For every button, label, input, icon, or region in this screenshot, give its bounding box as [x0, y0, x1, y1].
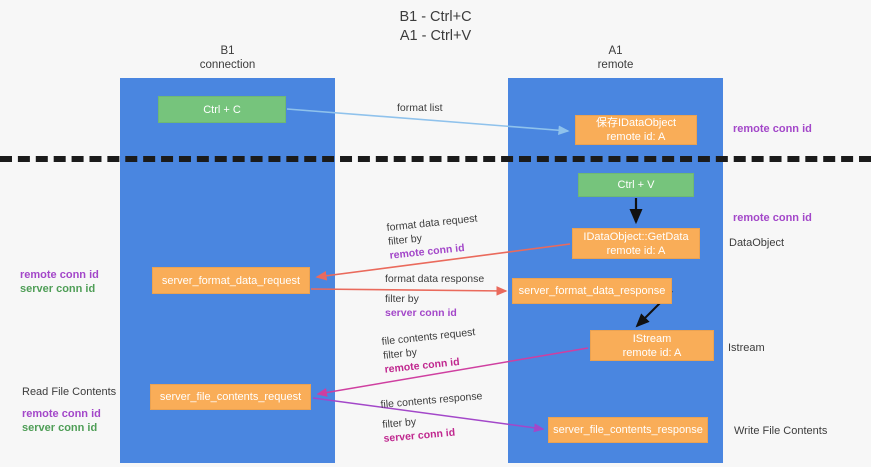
- edge-label-file-contents-response-filter: filter by server conn id: [382, 409, 486, 446]
- box-ctrl-v[interactable]: Ctrl + V: [578, 173, 694, 197]
- note-read-file-contents-label: Read File Contents: [22, 386, 117, 398]
- box-save-idataobject-title: 保存IDataObject: [595, 117, 677, 129]
- lane-header-b1-name: B1: [220, 45, 235, 57]
- note-read-file-contents: Read File Contents remote conn id server…: [22, 385, 116, 435]
- note-left-remote-conn-id: remote conn id: [20, 269, 99, 281]
- edge-label-format-data-response-filter: filter by server conn id: [385, 292, 484, 320]
- lane-header-b1: B1 connection: [120, 44, 335, 72]
- box-istream-remote-id: remote id: A: [622, 346, 682, 359]
- edge-label-format-list-text: format list: [397, 102, 443, 114]
- box-server-file-contents-request[interactable]: server_file_contents_request: [150, 384, 311, 410]
- lane-header-a1-name: A1: [608, 45, 623, 57]
- box-idataobject-getdata[interactable]: IDataObject::GetData remote id: A: [572, 228, 700, 259]
- note-dataobject: DataObject: [729, 236, 784, 250]
- note-read-remote-conn-id: remote conn id: [22, 408, 101, 420]
- box-ctrl-c-label: Ctrl + C: [203, 103, 241, 116]
- box-server-file-contents-request-label: server_file_contents_request: [159, 391, 302, 403]
- phase-divider: [0, 156, 871, 162]
- box-ctrl-v-label: Ctrl + V: [617, 179, 655, 191]
- box-server-format-data-response-label: server_format_data_response: [518, 285, 666, 297]
- box-server-format-data-request-label: server_format_data_request: [161, 274, 301, 287]
- box-istream-title: IStream: [632, 332, 672, 345]
- box-save-idataobject-remote-id: remote id: A: [606, 131, 666, 143]
- box-ctrl-c[interactable]: Ctrl + C: [158, 96, 286, 123]
- box-server-format-data-request[interactable]: server_format_data_request: [152, 267, 310, 294]
- edge-label-file-contents-request: file contents request filter by remote c…: [381, 325, 479, 377]
- page-title: B1 - Ctrl+C A1 - Ctrl+V: [0, 8, 871, 46]
- box-server-format-data-response[interactable]: server_format_data_response: [512, 278, 672, 304]
- box-istream[interactable]: IStream remote id: A: [590, 330, 714, 361]
- note-remote-conn-id-top: remote conn id: [733, 122, 812, 136]
- title-line-2: A1 - Ctrl+V: [399, 28, 472, 44]
- edge-label-file-contents-response-text: file contents response: [380, 390, 483, 411]
- note-remote-conn-id-middle-label: remote conn id: [733, 212, 812, 224]
- title-line-1: B1 - Ctrl+C: [399, 9, 472, 25]
- lane-header-a1: A1 remote: [508, 44, 723, 72]
- note-istream: Istream: [728, 341, 765, 355]
- box-idataobject-getdata-title: IDataObject::GetData: [583, 230, 689, 243]
- edge-label-format-data-response-text: format data response: [385, 273, 485, 285]
- note-left-server-conn-id: server conn id: [20, 283, 96, 295]
- lane-header-a1-sub: remote: [597, 59, 634, 71]
- note-read-server-conn-id: server conn id: [22, 422, 98, 434]
- box-server-file-contents-response[interactable]: server_file_contents_response: [548, 417, 708, 443]
- note-write-file-contents-label: Write File Contents: [734, 425, 828, 437]
- box-save-idataobject[interactable]: 保存IDataObject remote id: A: [575, 115, 697, 145]
- lane-header-b1-sub: connection: [199, 59, 256, 71]
- note-remote-conn-id-top-label: remote conn id: [733, 123, 812, 135]
- edge-label-format-data-response: format data response filter by server co…: [385, 272, 484, 320]
- box-idataobject-getdata-remote-id: remote id: A: [606, 244, 666, 257]
- edge-label-file-contents-response: file contents response filter by server …: [380, 389, 486, 446]
- edge-label-format-list: format list: [397, 101, 443, 115]
- edge-label-fdresp-filter-prefix: filter by: [385, 293, 419, 305]
- note-istream-label: Istream: [728, 342, 765, 354]
- box-server-file-contents-response-label: server_file_contents_response: [553, 424, 703, 436]
- note-write-file-contents: Write File Contents: [734, 424, 827, 438]
- note-left-conn-ids: remote conn id server conn id: [20, 268, 99, 296]
- note-dataobject-label: DataObject: [729, 237, 785, 249]
- note-remote-conn-id-middle: remote conn id: [733, 211, 812, 225]
- edge-label-fdresp-filter-key: server conn id: [385, 307, 457, 319]
- edge-label-format-data-request: format data request filter by remote con…: [386, 211, 481, 262]
